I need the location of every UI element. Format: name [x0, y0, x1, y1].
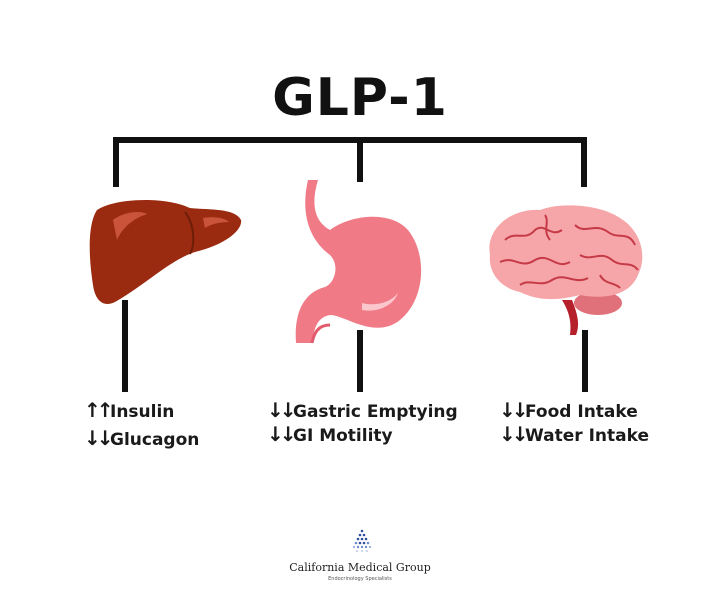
- logo-name: California Medical Group: [289, 561, 431, 574]
- brain-icon: [489, 205, 643, 335]
- connector-brain-bottom: [582, 330, 588, 392]
- brain-effect-food-intake: ↓↓Food Intake: [499, 398, 638, 422]
- liver-icon: [89, 199, 242, 305]
- effect-label: Glucagon: [110, 430, 200, 450]
- effect-label: Gastric Emptying: [293, 402, 458, 422]
- double-down-arrow-icon: ↓↓: [499, 398, 529, 422]
- connector-stomach-top: [357, 137, 363, 182]
- stomach-effect-gastric-emptying: ↓↓Gastric Emptying: [267, 398, 458, 422]
- connector-liver-bottom: [122, 300, 128, 392]
- double-down-arrow-icon: ↓↓: [267, 422, 297, 446]
- stomach-effect-gi-motility: ↓↓GI Motility: [267, 422, 393, 446]
- logo-tagline: Endocrinology Specialists: [328, 576, 392, 582]
- effect-label: Water Intake: [525, 426, 649, 446]
- double-down-arrow-icon: ↓↓: [84, 426, 114, 450]
- connector-brain-top: [581, 137, 587, 187]
- effect-label: Food Intake: [525, 402, 638, 422]
- brain-effect-water-intake: ↓↓Water Intake: [499, 422, 649, 446]
- effect-label: GI Motility: [293, 426, 393, 446]
- double-up-arrow-icon: ↑↑: [84, 398, 114, 422]
- logo-mark-icon: [352, 529, 372, 552]
- connector-horizontal: [113, 137, 587, 143]
- effect-label: Insulin: [110, 402, 175, 422]
- double-down-arrow-icon: ↓↓: [499, 422, 529, 446]
- stomach-icon: [295, 180, 422, 344]
- diagram-title: GLP-1: [272, 68, 448, 128]
- liver-effect-insulin: ↑↑Insulin: [84, 398, 174, 422]
- connector-stomach-bottom: [357, 330, 363, 392]
- double-down-arrow-icon: ↓↓: [267, 398, 297, 422]
- connector-liver-top: [113, 137, 119, 187]
- liver-effect-glucagon: ↓↓Glucagon: [84, 426, 199, 450]
